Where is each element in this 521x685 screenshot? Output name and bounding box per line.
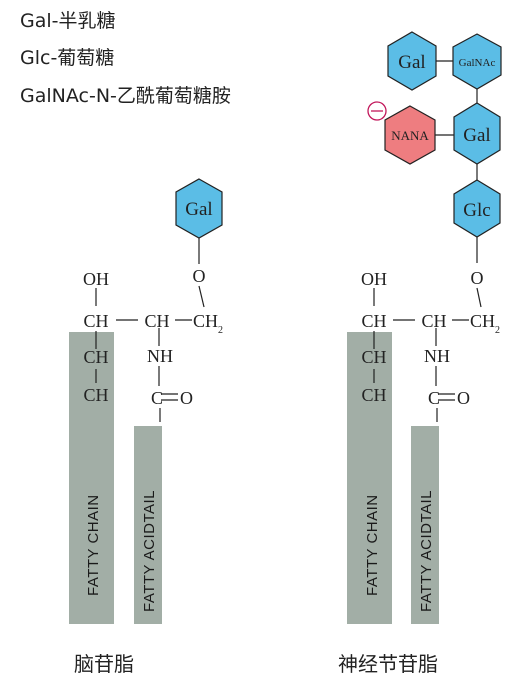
legend-glc: Glc-葡萄糖: [20, 47, 115, 69]
carbonyl-carbon: C: [151, 388, 163, 408]
chain-ch-2-right: CH: [361, 385, 386, 405]
glc-label: Glc: [463, 200, 490, 221]
ganglioside-caption: 神经节苷脂: [338, 652, 438, 676]
nana-hexagon: [384, 105, 436, 165]
ether-oxygen-right: O: [471, 268, 484, 288]
fatty-chain-bar-right: [347, 332, 392, 624]
carbonyl-oxygen-right: O: [457, 388, 470, 408]
sugar-bonds: [373, 60, 482, 422]
fatty-acid-tail-label: FATTY ACIDTAIL: [141, 490, 158, 612]
ch2-group-right: CH2: [470, 311, 500, 336]
gal-label: Gal: [185, 199, 212, 220]
cerebroside-caption: 脑苷脂: [74, 652, 134, 676]
ch2-group: CH2: [193, 311, 223, 336]
negative-charge-icon: [367, 101, 387, 121]
galnac-label: GalNAc: [459, 57, 496, 69]
glc-hexagon: [453, 179, 501, 238]
ganglioside-structure: FATTY CHAIN FATTY ACIDTAIL Gal GalNAc: [347, 31, 502, 624]
ch-carbon-right: CH: [361, 311, 386, 331]
legend-gal: Gal-半乳糖: [20, 10, 116, 32]
legend-galnac: GalNAc-N-乙酰葡萄糖胺: [20, 85, 231, 107]
fatty-chain-label-right: FATTY CHAIN: [364, 494, 381, 596]
nana-label: NANA: [391, 128, 429, 143]
bonds: [95, 238, 205, 422]
ch-carbon-2-right: CH: [421, 311, 446, 331]
fatty-acid-tail-bar: [134, 426, 162, 624]
ch2-subscript-right: 2: [495, 325, 500, 336]
amide-nh: NH: [147, 346, 173, 366]
cerebroside-structure: FATTY CHAIN FATTY ACIDTAIL Gal O OH CH C…: [69, 178, 223, 624]
fatty-chain-label: FATTY CHAIN: [85, 494, 102, 596]
gal-top-hexagon: [387, 31, 437, 91]
ch2-text-right: CH: [470, 311, 495, 331]
carbonyl-oxygen: O: [180, 388, 193, 408]
ch-carbon: CH: [83, 311, 108, 331]
ch-carbon-2: CH: [144, 311, 169, 331]
ch2-subscript: 2: [218, 325, 223, 336]
ether-oxygen: O: [193, 266, 206, 286]
amide-nh-right: NH: [424, 346, 450, 366]
fatty-chain-bar: [69, 332, 114, 624]
hydroxyl-right: OH: [361, 269, 387, 289]
gal-mid-label: Gal: [463, 125, 490, 146]
chain-ch-2: CH: [83, 385, 108, 405]
chain-ch-1-right: CH: [361, 347, 386, 367]
gal-mid-hexagon: [453, 102, 501, 165]
hydroxyl: OH: [83, 269, 109, 289]
fatty-acid-tail-bar-right: [411, 426, 439, 624]
galnac-hexagon: [452, 33, 502, 90]
carbonyl-carbon-right: C: [428, 388, 440, 408]
fatty-acid-tail-label-right: FATTY ACIDTAIL: [418, 490, 435, 612]
gal-top-label: Gal: [398, 52, 425, 73]
ch2-text: CH: [193, 311, 218, 331]
chain-ch-1: CH: [83, 347, 108, 367]
